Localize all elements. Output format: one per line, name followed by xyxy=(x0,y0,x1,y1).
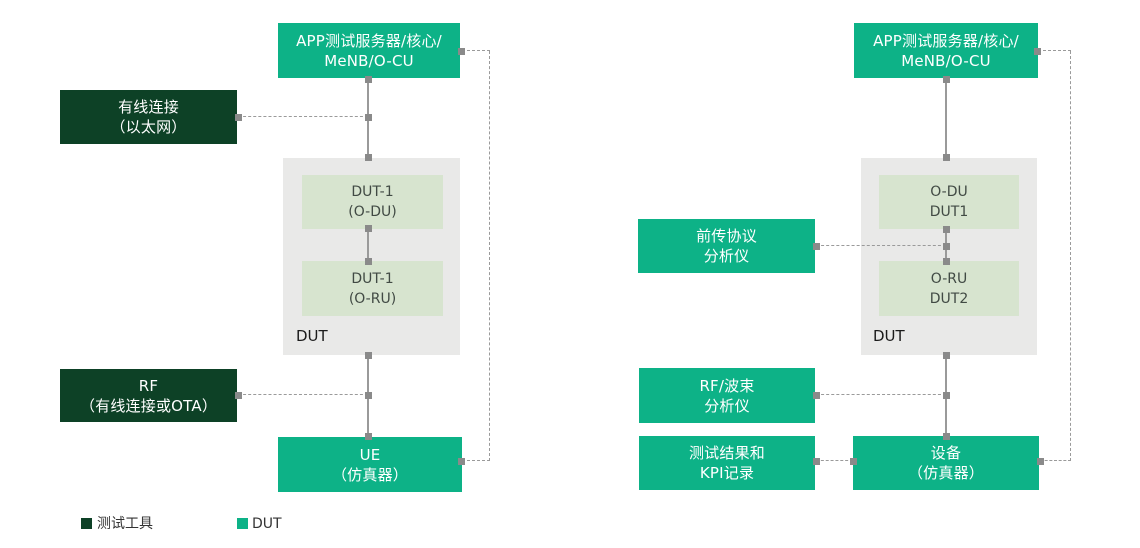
left-odu-box: DUT-1 (O-DU) xyxy=(302,175,443,229)
solid-connector-line xyxy=(945,78,947,158)
left-wired-connection-box: 有线连接 （以太网） xyxy=(60,90,237,144)
left-rf-line2: （有线连接或OTA） xyxy=(79,396,218,415)
connector-dot xyxy=(234,113,242,121)
right-results-kpi-box: 测试结果和 KPI记录 xyxy=(639,436,815,490)
left-app-server-line1: APP测试服务器/核心/ xyxy=(296,31,442,50)
connector-dot xyxy=(942,153,950,161)
left-rf-box: RF （有线连接或OTA） xyxy=(60,369,237,422)
connector-dot xyxy=(364,113,372,121)
connector-dot xyxy=(364,257,372,265)
connector-dot xyxy=(364,391,372,399)
right-fronthaul-line1: 前传协议 xyxy=(696,227,757,245)
connector-dot xyxy=(942,75,950,83)
connector-dot xyxy=(942,432,950,440)
connector-dot xyxy=(812,457,820,465)
dashed-connector-line xyxy=(816,394,946,396)
left-oru-box: DUT-1 (O-RU) xyxy=(302,261,443,316)
legend-dut-label: DUT xyxy=(252,516,282,532)
left-app-server-box: APP测试服务器/核心/ MeNB/O-CU xyxy=(278,23,460,78)
dashed-connector-line xyxy=(1038,50,1071,52)
dashed-connector-line xyxy=(1040,460,1071,462)
connector-dot xyxy=(1036,457,1044,465)
dashed-connector-line xyxy=(462,460,490,462)
legend-test-tools-swatch xyxy=(81,518,92,529)
left-wired-line1: 有线连接 xyxy=(118,98,179,116)
connector-dot xyxy=(364,153,372,161)
dashed-connector-line xyxy=(238,394,368,396)
right-rf-beam-analyzer-box: RF/波束 分析仪 xyxy=(639,368,815,423)
left-oru-line2: (O-RU) xyxy=(348,290,397,307)
connector-dot xyxy=(364,351,372,359)
dashed-connector-line xyxy=(816,245,946,247)
right-device-emulator-box: 设备 （仿真器） xyxy=(853,436,1039,490)
connector-dot xyxy=(364,432,372,440)
right-results-line1: 测试结果和 xyxy=(688,444,765,462)
right-fronthaul-analyzer-box: 前传协议 分析仪 xyxy=(638,219,815,273)
right-odu-line2: DUT1 xyxy=(929,204,969,220)
left-ue-emulator-box: UE （仿真器） xyxy=(278,437,462,492)
right-rf-beam-line2: 分析仪 xyxy=(704,396,750,415)
connector-dot xyxy=(942,257,950,265)
right-rf-beam-line1: RF/波束 xyxy=(699,376,755,395)
right-oru-line2: DUT2 xyxy=(929,290,969,307)
dashed-connector-line xyxy=(462,50,490,52)
right-app-server-line1: APP测试服务器/核心/ xyxy=(873,31,1019,50)
connector-dot xyxy=(812,391,820,399)
right-app-server-box: APP测试服务器/核心/ MeNB/O-CU xyxy=(854,23,1038,78)
legend-dut-swatch xyxy=(237,518,248,529)
connector-dot xyxy=(364,75,372,83)
right-odu-line1: O-DU xyxy=(930,184,968,200)
left-odu-line1: DUT-1 xyxy=(351,184,394,200)
connector-dot xyxy=(942,242,950,250)
solid-connector-line xyxy=(367,228,369,261)
connector-dot xyxy=(849,457,857,465)
connector-dot xyxy=(234,391,242,399)
right-device-line2: （仿真器） xyxy=(907,464,984,482)
connector-dot xyxy=(942,351,950,359)
right-app-server-line2: MeNB/O-CU xyxy=(901,51,991,70)
left-ue-line1: UE xyxy=(359,445,381,464)
dashed-connector-line xyxy=(238,116,368,118)
right-results-line2: KPI记录 xyxy=(699,464,755,482)
connector-dot xyxy=(364,224,372,232)
dashed-connector-line xyxy=(1070,51,1072,461)
dashed-connector-line xyxy=(489,51,491,461)
left-odu-line2: (O-DU) xyxy=(348,204,397,220)
connector-dot xyxy=(457,47,465,55)
connector-dot xyxy=(942,391,950,399)
dashed-connector-line xyxy=(816,460,853,462)
left-dut-container-label: DUT xyxy=(296,327,328,345)
connector-dot xyxy=(812,242,820,250)
right-device-line1: 设备 xyxy=(930,444,962,462)
legend-test-tools-label: 测试工具 xyxy=(97,516,153,532)
right-oru-box: O-RU DUT2 xyxy=(879,261,1019,316)
left-rf-line1: RF xyxy=(138,376,159,395)
left-ue-line2: （仿真器） xyxy=(331,465,408,484)
left-oru-line1: DUT-1 xyxy=(351,270,394,287)
right-oru-line1: O-RU xyxy=(930,270,968,287)
left-wired-line2: （以太网） xyxy=(110,118,187,136)
right-dut-container-label: DUT xyxy=(873,327,905,345)
left-app-server-line2: MeNB/O-CU xyxy=(324,51,414,70)
connector-dot xyxy=(457,457,465,465)
right-fronthaul-line2: 分析仪 xyxy=(703,247,750,265)
right-odu-box: O-DU DUT1 xyxy=(879,175,1019,229)
connector-dot xyxy=(1033,47,1041,55)
connector-dot xyxy=(942,225,950,233)
